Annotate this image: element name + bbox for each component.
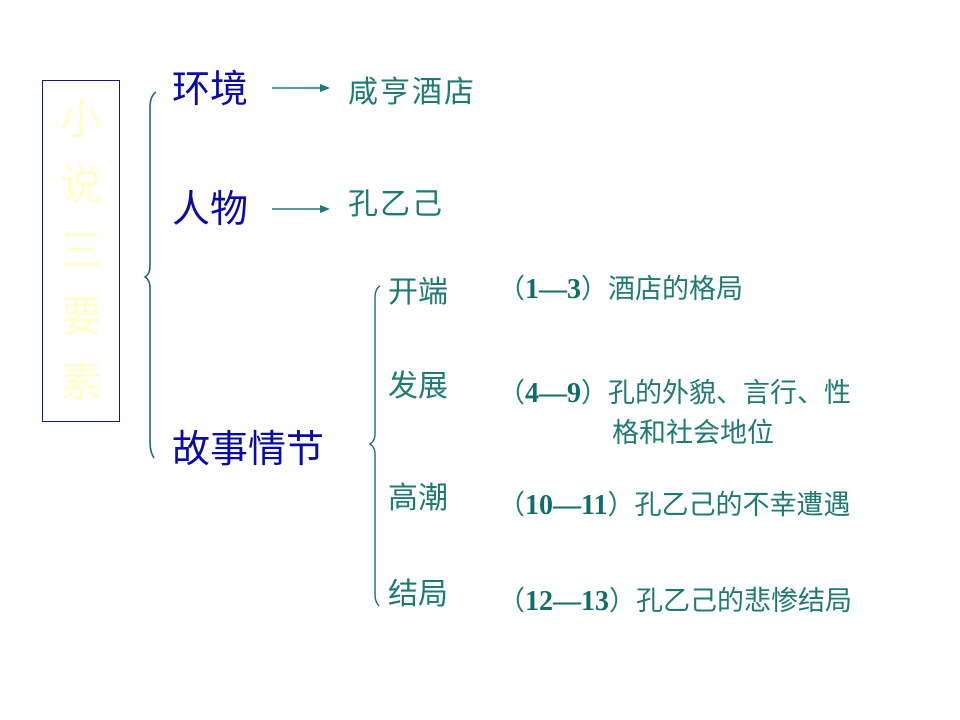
stage-desc-ending: （12—13）孔乙己的悲惨结局 [498,582,852,622]
title-box: 小 说 三 要 素 [42,80,120,422]
stage-text: 孔的外貌、言行、性 [608,378,851,409]
title-char: 要 [59,291,102,341]
title-char: 小 [59,94,102,144]
paren-close: ） [609,586,636,617]
chapter-range: 12—13 [525,586,609,617]
stage-desc-development: （4—9）孔的外貌、言行、性 格和社会地位 [498,374,851,454]
stage-desc-beginning: （1—3）酒店的格局 [498,270,743,310]
paren-open: （ [498,490,525,521]
paren-close: ） [581,378,608,409]
paren-open: （ [498,378,525,409]
plot-brace-icon [368,285,381,607]
paren-close: ） [607,490,635,521]
stage-label-development: 发展 [388,369,448,404]
stage-label-beginning: 开端 [388,275,448,310]
environment-value: 咸亨酒店 [348,75,476,110]
chapter-range: 4—9 [525,378,581,409]
chapter-range: 1—3 [525,274,581,305]
stage-label-ending: 结局 [388,577,448,612]
paren-open: （ [498,586,525,617]
category-plot: 故事情节 [172,427,325,471]
stage-desc-climax: （10—11）孔乙己的不幸遭遇 [498,486,850,526]
stage-text: 孔乙己的悲惨结局 [636,586,852,617]
character-value: 孔乙己 [348,187,444,222]
stage-text-line2: 格和社会地位 [612,418,774,449]
title-char: 说 [59,160,102,210]
title-char: 三 [59,225,102,275]
arrow-right-icon [272,84,330,92]
arrow-right-icon [272,205,330,213]
chapter-range: 10—11 [525,490,608,521]
stage-text: 孔乙己的不幸遭遇 [634,490,851,521]
stage-label-climax: 高潮 [388,481,448,516]
category-character: 人物 [172,187,249,231]
title-char: 素 [59,357,102,407]
main-brace-icon [143,91,157,459]
stage-text: 酒店的格局 [608,274,743,305]
paren-open: （ [498,274,525,305]
category-environment: 环境 [172,67,249,111]
paren-close: ） [581,274,608,305]
